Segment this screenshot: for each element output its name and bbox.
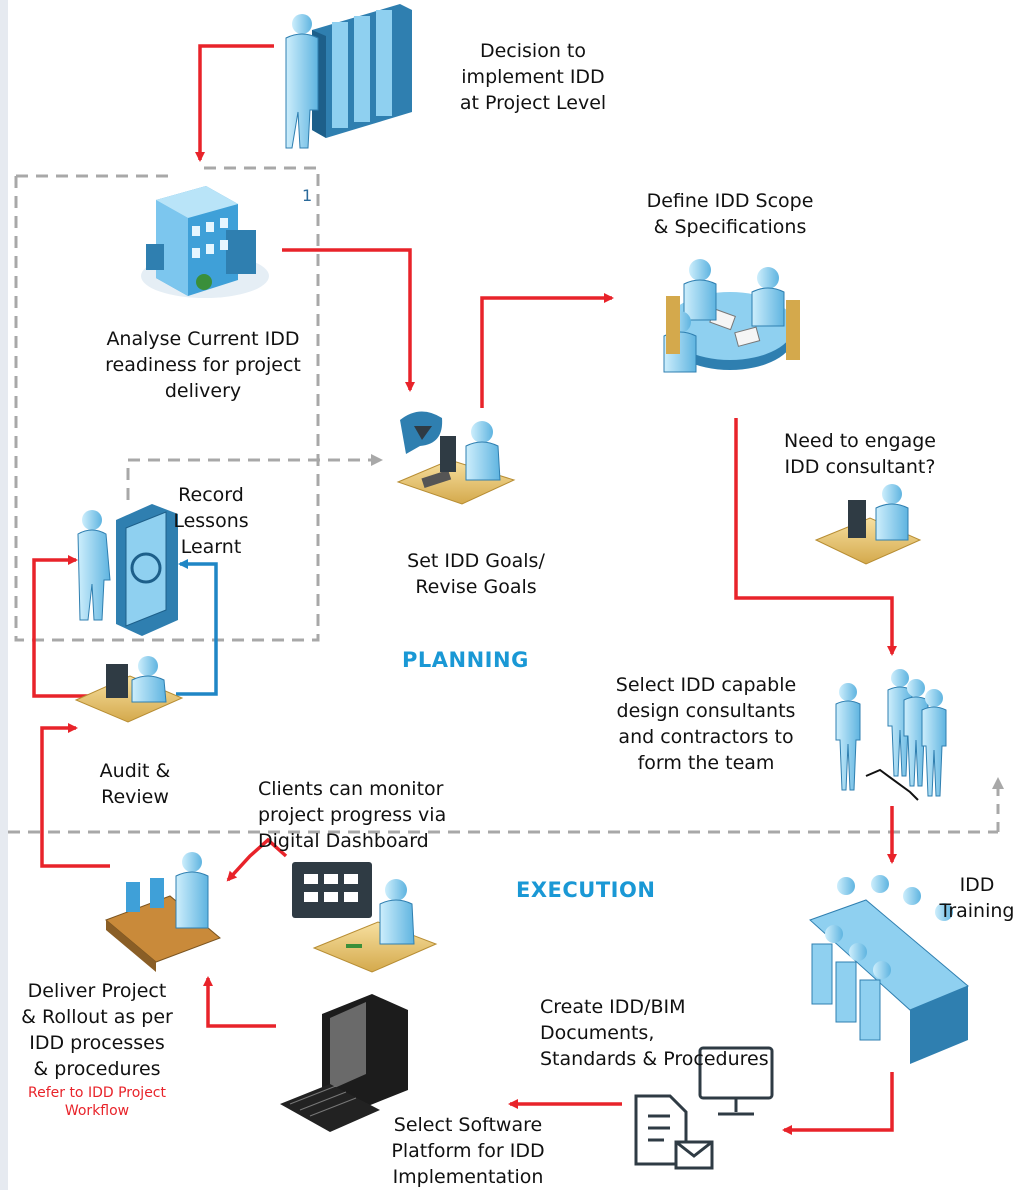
create-docs-label: Create IDD/BIM Documents, Standards & Pr… xyxy=(540,996,769,1070)
documents-monitor-icon xyxy=(634,1046,774,1170)
loop-number: 1 xyxy=(302,186,313,205)
decision-label: Decision to implement IDD at Project Lev… xyxy=(459,40,607,114)
select-team-label: Select IDD capable design consultants an… xyxy=(615,674,797,774)
planning-loop-box xyxy=(14,166,320,642)
consultant-question-label: Need to engage IDD consultant? xyxy=(784,430,936,478)
meeting-table-icon xyxy=(663,259,800,373)
deliver-label: Deliver Project & Rollout as per IDD pro… xyxy=(21,980,173,1080)
phone-desk-person-icon xyxy=(396,411,516,505)
dashboard-desk-icon xyxy=(292,862,438,973)
flow-arrows xyxy=(32,44,897,1135)
clients-monitor-label: Clients can monitor project progress via… xyxy=(258,778,447,852)
execution-section-label: EXECUTION xyxy=(516,878,656,902)
training-table-icon xyxy=(809,875,969,1064)
planning-section-label: PLANNING xyxy=(402,648,529,672)
analyse-label: Analyse Current IDD readiness for projec… xyxy=(105,328,301,402)
define-scope-label: Define IDD Scope & Specifications xyxy=(646,190,814,238)
people-group-icon xyxy=(835,669,947,801)
computer-keyboard-icon xyxy=(280,994,408,1132)
vault-person-icon xyxy=(77,504,178,636)
helpdesk-person-icon xyxy=(74,656,184,723)
helpdesk-person-icon xyxy=(814,484,922,565)
lessons-to-goals-arrow xyxy=(126,454,383,500)
set-goals-label: Set IDD Goals/ Revise Goals xyxy=(407,550,545,598)
record-lessons-label: Record Lessons Learnt xyxy=(173,484,249,558)
audit-to-lessons-arrow xyxy=(176,559,218,696)
select-software-label: Select Software Platform for IDD Impleme… xyxy=(391,1114,545,1188)
deliver-reference-note: Refer to IDD Project Workflow xyxy=(27,1085,166,1119)
training-label: IDD Training xyxy=(939,874,1015,922)
server-rack-person-icon xyxy=(285,4,412,149)
conveyor-factory-icon xyxy=(105,852,221,972)
audit-label: Audit & Review xyxy=(99,760,171,808)
office-building-icon xyxy=(141,186,269,298)
